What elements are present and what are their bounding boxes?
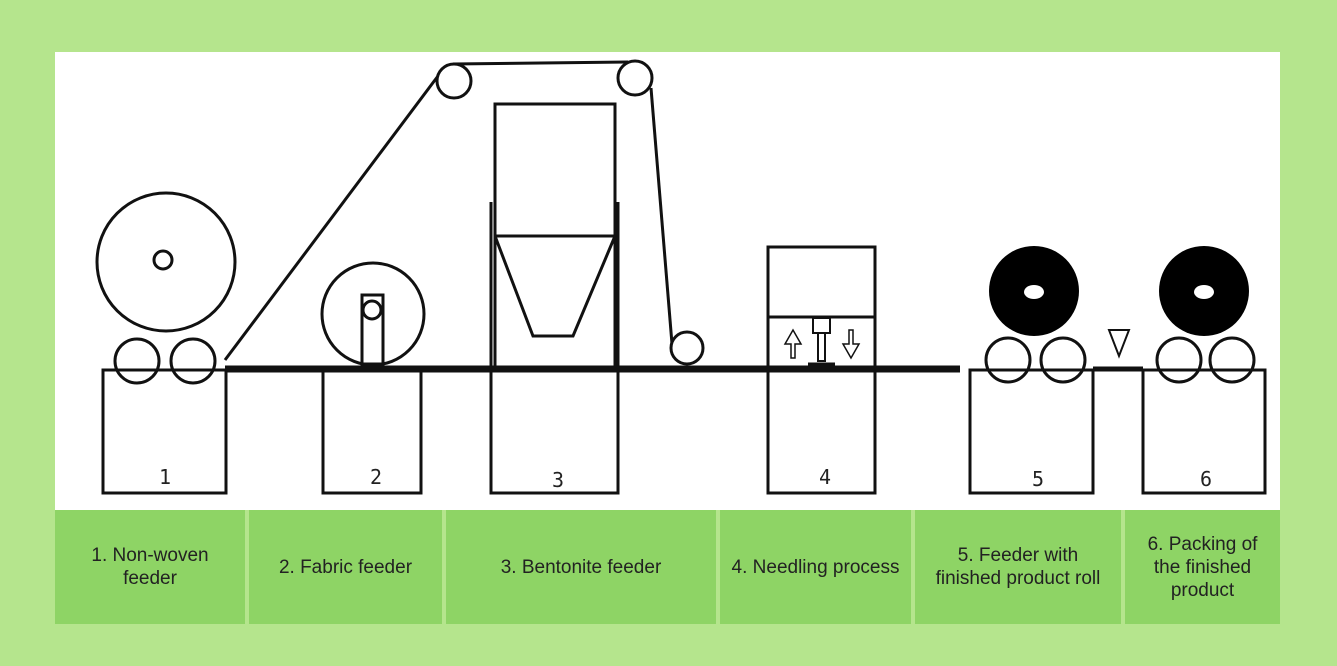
station-6-base [1141, 368, 1267, 495]
station-number: 3 [552, 468, 564, 492]
cutter-triangle-icon [1107, 329, 1131, 359]
station-1-machine [95, 191, 237, 495]
roller [984, 336, 1032, 384]
needling-housing [766, 245, 877, 372]
guide-roller [669, 330, 705, 366]
bentonite-hopper-top [493, 102, 617, 238]
station-3-machine [489, 102, 620, 495]
production-line-diagram: 1 2 3 4 5 6 [55, 52, 1280, 510]
roller [169, 337, 217, 385]
legend-cell-bentonite-feeder: 3. Bentonite feeder [446, 510, 716, 624]
up-arrow-icon [783, 328, 803, 359]
legend-cell-needling-process: 4. Needling process [720, 510, 911, 624]
station-6-machine [1141, 336, 1267, 495]
packed-roll-core [1194, 285, 1214, 299]
fabric-roll-core [361, 299, 383, 321]
station-number: 4 [819, 465, 831, 489]
fabric-path [223, 59, 705, 366]
needle-shaft [817, 332, 826, 362]
roller [1039, 336, 1087, 384]
legend-cell-non-woven-feeder: 1. Non-woven feeder [55, 510, 245, 624]
station-1-base [101, 368, 228, 495]
station-number: 2 [370, 465, 382, 489]
finished-roll-core [1024, 285, 1044, 299]
roller [1155, 336, 1203, 384]
fabric-holder [360, 293, 385, 366]
roll-core [152, 249, 174, 271]
needle-head [812, 317, 831, 334]
production-line-svg: 1 2 3 4 5 6 [95, 59, 1267, 495]
legend-cell-fabric-feeder: 2. Fabric feeder [249, 510, 442, 624]
station-5-machine [968, 336, 1095, 495]
bentonite-funnel [493, 235, 617, 338]
guide-roller [616, 59, 654, 97]
legend-cell-finished-roll-feeder: 5. Feeder with finished product roll [915, 510, 1121, 624]
roller [1208, 336, 1256, 384]
station-5-base [968, 368, 1095, 495]
fabric-roll [320, 261, 426, 367]
guide-roller [435, 62, 473, 100]
non-woven-roll [95, 191, 237, 333]
down-arrow-icon [841, 329, 861, 360]
legend-cell-packing: 6. Packing of the finished product [1125, 510, 1280, 624]
station-number: 5 [1032, 467, 1044, 491]
roller [113, 337, 161, 385]
station-legend: 1. Non-woven feeder 2. Fabric feeder 3. … [55, 510, 1280, 624]
station-number: 6 [1200, 467, 1212, 491]
station-number: 1 [159, 465, 171, 489]
station-2-machine [320, 261, 426, 495]
diagram-frame: 1 2 3 4 5 6 1. Non-woven feeder 2. Fabri… [55, 52, 1280, 624]
